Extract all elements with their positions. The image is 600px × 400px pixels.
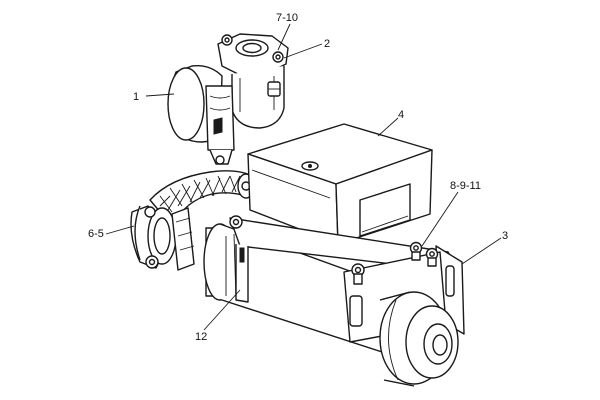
callout-6-5: 6-5: [88, 225, 135, 240]
callout-label-3: 3: [502, 230, 508, 242]
main-cylinder: [203, 217, 461, 353]
callout-leader-7-10: [277, 23, 291, 51]
callout-leader-3: [461, 237, 502, 265]
assembly-drawing: [130, 33, 465, 387]
callouts: 1 2 3 4 6-5 7-10 8-9-11: [88, 12, 508, 343]
round-valve-body: [167, 65, 235, 165]
callout-leader-1: [145, 93, 175, 97]
callout-leader-12: [203, 289, 241, 331]
callout-label-4: 4: [398, 109, 404, 121]
callout-1: 1: [133, 91, 175, 103]
bolts: [229, 215, 439, 285]
callout-3: 3: [461, 230, 508, 265]
callout-leader-6-5: [105, 225, 135, 235]
callout-label-12: 12: [195, 331, 207, 343]
callout-label-8-9-11: 8-9-11: [450, 180, 481, 192]
callout-7-10: 7-10: [276, 12, 298, 51]
callout-leader-4: [377, 117, 399, 137]
callout-leader-2: [283, 43, 323, 59]
callout-label-1: 1: [133, 91, 139, 103]
outlet-nozzle: [379, 291, 459, 387]
control-box: [247, 123, 433, 245]
hose-clamp: [130, 205, 195, 271]
top-flange: [217, 33, 289, 129]
callout-12: 12: [195, 289, 241, 343]
callout-label-2: 2: [324, 38, 330, 50]
callout-label-6-5: 6-5: [88, 228, 104, 240]
callout-2: 2: [283, 38, 330, 59]
callout-label-7-10: 7-10: [276, 12, 298, 24]
callout-4: 4: [377, 109, 404, 137]
callout-8-9-11: 8-9-11: [421, 180, 481, 247]
callout-leader-8-9-11: [421, 191, 459, 247]
